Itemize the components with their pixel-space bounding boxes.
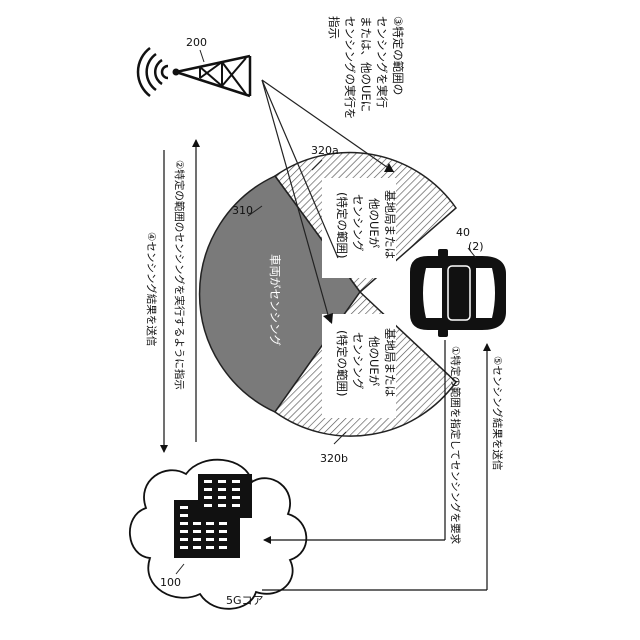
ref-leader-200 (200, 50, 204, 62)
core-name: 5Gコア (226, 594, 264, 607)
sector-b-line-2: 他のUEが (367, 336, 381, 387)
car-icon (410, 249, 506, 337)
message-4: ④センシング結果を送信 (145, 232, 158, 346)
message-3-line-2: センシングを実行 (375, 16, 389, 108)
sector-b-line-4: (特定の範囲) (335, 330, 349, 396)
message-1: ①特定の範囲を指定してセンシングを要求 (449, 346, 462, 545)
ref-40-sub: (2) (468, 240, 484, 253)
message-3-line-4: センシングの実行を (343, 16, 357, 120)
message-5: ⑤センシング結果を送信 (491, 356, 504, 470)
message-3-line-3: または、他のUEに (359, 16, 373, 112)
sector-a-line-2: 他のUEが (367, 198, 381, 249)
sector-b-line-3: センシング (351, 332, 365, 390)
sector-a-line-3: センシング (351, 194, 365, 252)
ref-100: 100 (160, 576, 181, 589)
ref-320b: 320b (320, 452, 348, 465)
sector-a-line-4: (特定の範囲) (335, 192, 349, 258)
message-3-line-1: ③特定の範囲の (391, 16, 405, 95)
sector-a-line-1: 基地局または (383, 190, 397, 259)
ref-320a: 320a (311, 144, 339, 157)
message-3: ③特定の範囲の センシングを実行 または、他のUEに センシングの実行を 指示 (327, 16, 405, 120)
sector-b-line-1: 基地局または (383, 328, 397, 397)
ref-40: 40 (456, 226, 470, 239)
sector-310-label: 車両がセンシング (268, 254, 282, 346)
tower-icon (138, 48, 250, 96)
ref-200: 200 (186, 36, 207, 49)
message-2: ②特定の範囲のセンシングを実行するように指示 (173, 160, 186, 390)
ref-310: 310 (232, 204, 253, 217)
message-3-line-5: 指示 (327, 16, 341, 39)
